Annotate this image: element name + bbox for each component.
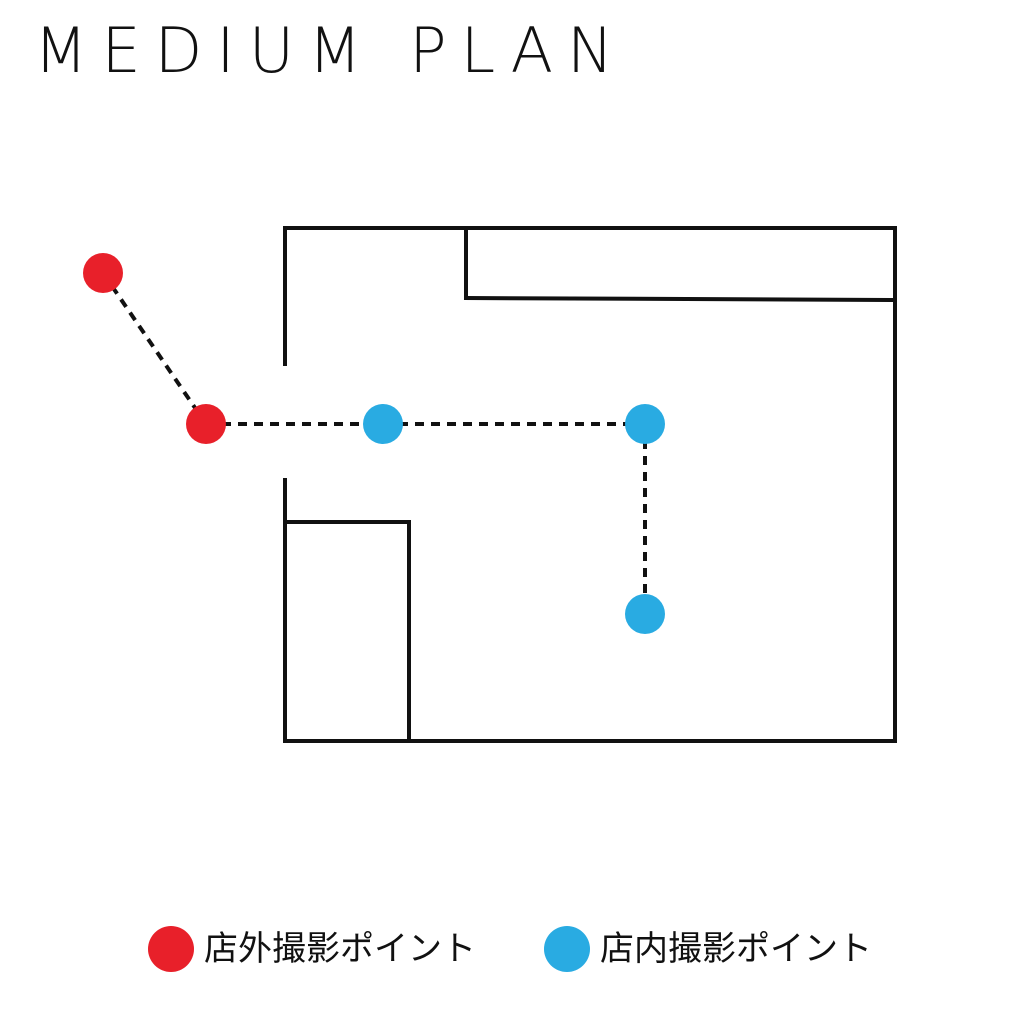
walls	[283, 226, 898, 743]
page-title: MEDIUM PLAN	[34, 14, 628, 87]
red-dot-icon	[148, 926, 194, 972]
legend-item-outside: 店外撮影ポイント	[148, 926, 476, 972]
inside-point-1	[363, 404, 403, 444]
outside-point-1	[83, 253, 123, 293]
legend-label-inside: 店内撮影ポイント	[600, 929, 872, 969]
legend-label-outside: 店外撮影ポイント	[204, 929, 476, 969]
blue-dot-icon	[544, 926, 590, 972]
outside-point-2	[186, 404, 226, 444]
room-top-right-bottom-wall	[463, 295, 898, 303]
inside-point-2	[625, 404, 665, 444]
path-segment-1	[101, 271, 208, 426]
legend-item-inside: 店内撮影ポイント	[544, 926, 872, 972]
legend: 店外撮影ポイント 店内撮影ポイント	[0, 918, 1024, 978]
inside-point-3	[625, 594, 665, 634]
camera-path	[101, 271, 647, 614]
